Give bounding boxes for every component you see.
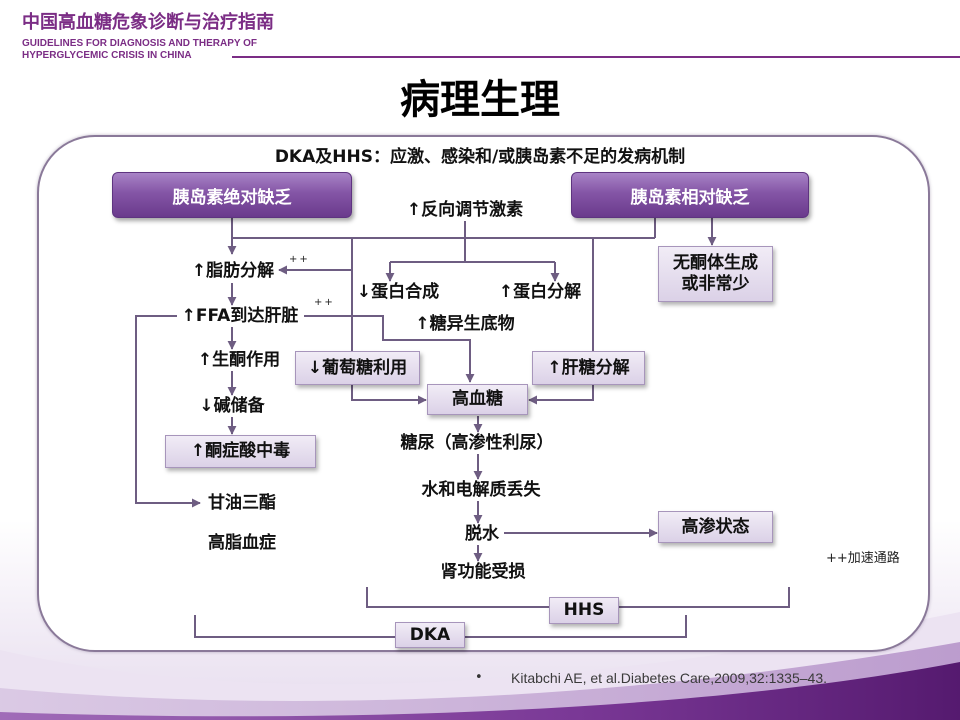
box-hhs: HHS bbox=[549, 597, 619, 624]
label-ketogenesis: ↑生酮作用 bbox=[197, 350, 281, 370]
diagram-subtitle: DKA及HHS：应激、感染和/或胰岛素不足的发病机制 bbox=[274, 147, 686, 167]
box-glycogenolysis: ↑肝糖分解 bbox=[532, 351, 645, 385]
label-protein-synthesis: ↓蛋白合成 bbox=[356, 282, 440, 302]
accelerated-mark-lipolysis: ++ bbox=[289, 254, 310, 265]
legend-accelerated-pathway: ++加速通路 bbox=[826, 551, 900, 566]
label-dehydration: 脱水 bbox=[465, 524, 499, 544]
guideline-title-en-line1: GUIDELINES FOR DIAGNOSIS AND THERAPY OF bbox=[22, 38, 258, 49]
page-title: 病理生理 bbox=[400, 77, 560, 123]
label-glycosuria: 糖尿（高渗性利尿） bbox=[400, 433, 554, 453]
label-ffa-to-liver: ↑FFA到达肝脏 bbox=[181, 306, 299, 326]
box-no-ketone: 无酮体生成 或非常少 bbox=[658, 246, 773, 302]
label-triglycerides: 甘油三酯 bbox=[208, 493, 276, 513]
box-glucose-utilization: ↓葡萄糖利用 bbox=[295, 351, 420, 385]
reference-bullet: • bbox=[475, 670, 483, 685]
box-hyperosmolarity: 高渗状态 bbox=[658, 511, 773, 543]
label-alkali-reserve: ↓碱储备 bbox=[199, 396, 265, 416]
label-fluid-electrolyte-loss: 水和电解质丢失 bbox=[421, 480, 541, 500]
box-no-ketone-line2: 或非常少 bbox=[681, 274, 750, 294]
box-ketoacidosis: ↑酮症酸中毒 bbox=[165, 435, 316, 468]
box-absolute-insulin-deficiency: 胰岛素绝对缺乏 bbox=[112, 172, 352, 218]
label-hyperlipidemia: 高脂血症 bbox=[208, 533, 276, 553]
guideline-title-cn: 中国高血糖危象诊断与治疗指南 bbox=[22, 12, 274, 33]
label-proteolysis: ↑蛋白分解 bbox=[498, 282, 582, 302]
guideline-title-en-line2: HYPERGLYCEMIC CRISIS IN CHINA bbox=[22, 50, 192, 61]
box-dka: DKA bbox=[395, 622, 465, 648]
connector-ffa-to-gluconeogenesis bbox=[304, 315, 475, 383]
wave-dark bbox=[0, 662, 960, 720]
box-no-ketone-line1: 无酮体生成 bbox=[673, 253, 758, 273]
connector-glycogenolysis-to-hyperglycemia bbox=[528, 238, 594, 405]
label-gluconeogenic-substrates: ↑糖异生底物 bbox=[415, 314, 515, 334]
accelerated-mark-ffa: ++ bbox=[314, 297, 335, 308]
box-hyperglycemia: 高血糖 bbox=[427, 384, 528, 415]
label-lipolysis: ↑脂肪分解 bbox=[191, 261, 275, 281]
label-counterregulatory-hormones: ↑反向调节激素 bbox=[406, 200, 524, 220]
connector-glucose-utilization-to-hyperglycemia bbox=[351, 238, 427, 405]
box-relative-insulin-deficiency: 胰岛素相对缺乏 bbox=[571, 172, 809, 218]
label-renal-impairment: 肾功能受损 bbox=[440, 562, 526, 582]
reference-citation: Kitabchi AE, et al.Diabetes Care,2009,32… bbox=[511, 670, 827, 686]
header-divider bbox=[232, 56, 960, 58]
connector-ffa-to-triglycerides bbox=[135, 315, 201, 508]
